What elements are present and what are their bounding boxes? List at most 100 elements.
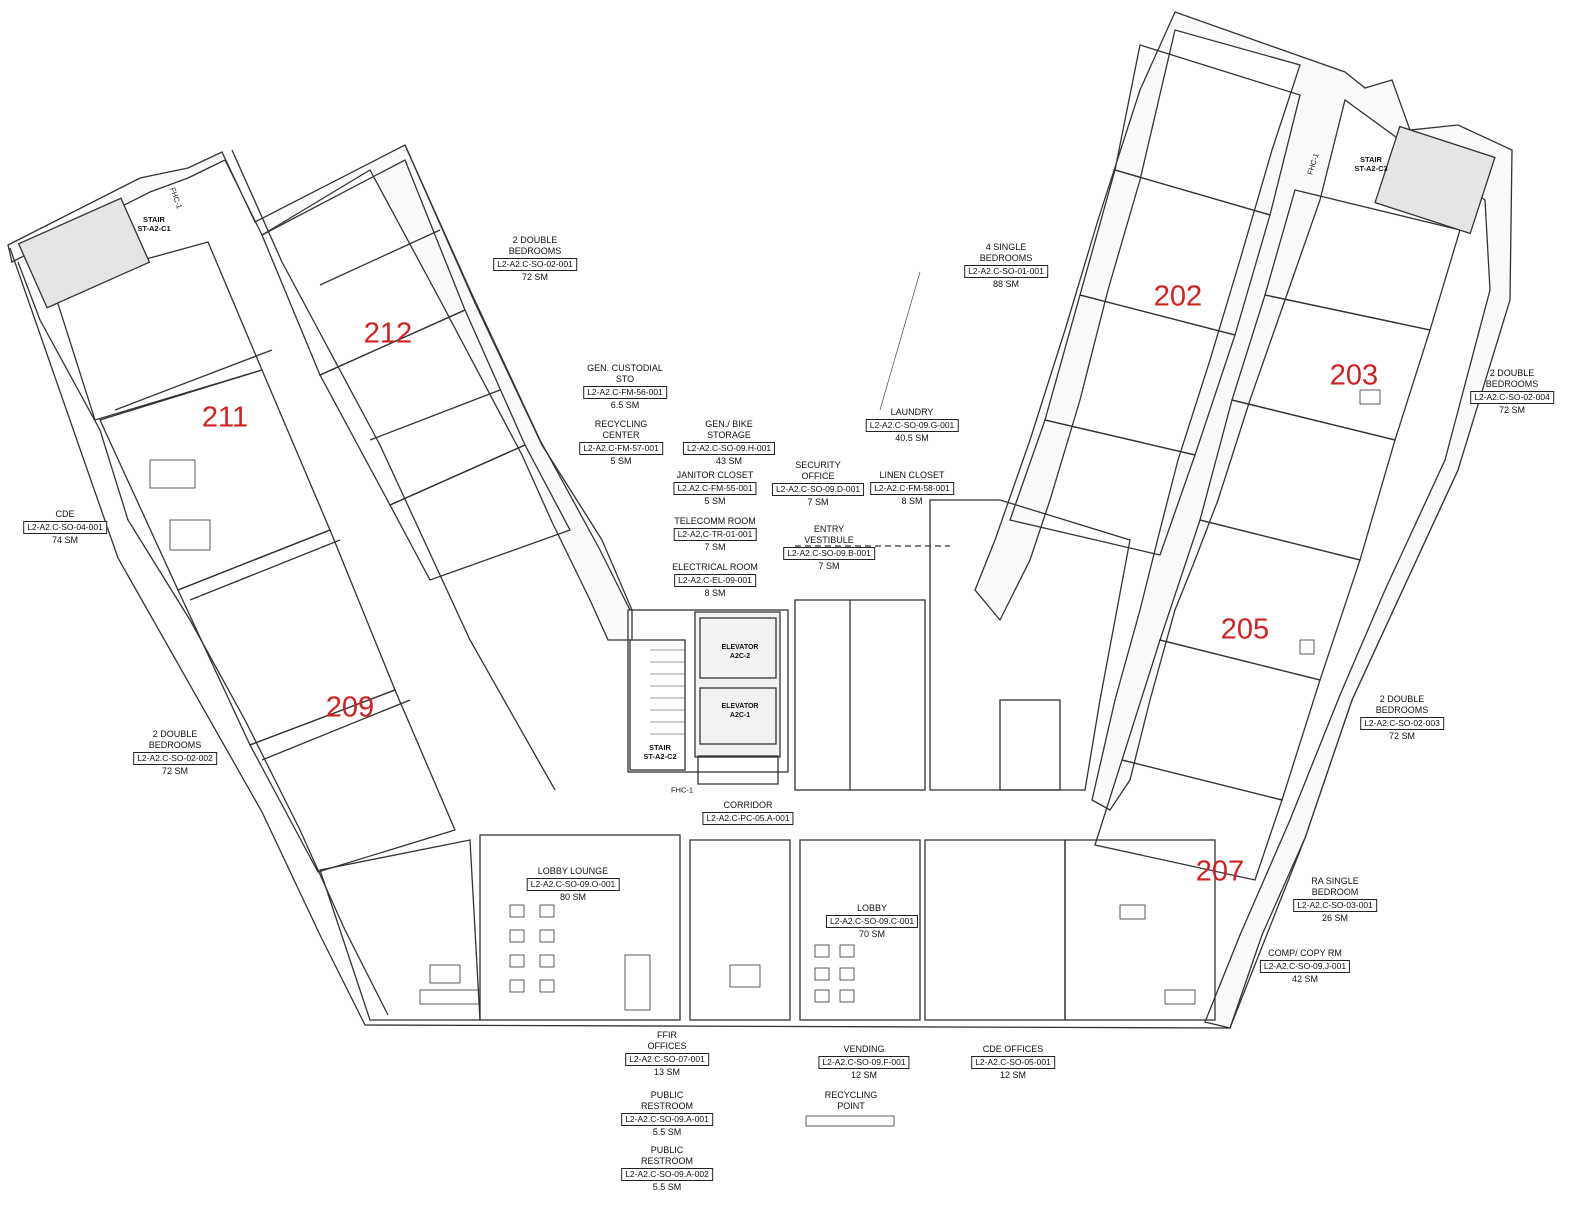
room-code: L2-A2.C-SO-09.C-001 [825,915,919,928]
room-area: 5 SM [704,496,726,506]
room-area: 72 SM [161,766,188,776]
room-area: 7 SM [704,542,726,552]
room-name: TELECOMM ROOM [674,516,756,526]
room-area: 5.5 SM [652,1127,682,1137]
unit-number-203: 203 [1329,359,1379,392]
room-area: 12 SM [850,1070,877,1080]
stair-label-c1: STAIR ST-A2-C1 [137,215,170,233]
room-area: 8 SM [901,496,923,506]
room-name: RECYCLING POINT [824,1090,878,1111]
room-label-lobby-lounge: LOBBY LOUNGE L2-A2.C-SO-09.O-001 80 SM [526,866,620,903]
room-area: 12 SM [999,1070,1026,1080]
room-label-corridor: CORRIDOR L2-A2.C-PC-05.A-001 [702,800,794,826]
room-area: 42 SM [1291,974,1319,984]
stair-label-c2: STAIR ST-A2-C2 [643,743,676,761]
room-name: PUBLIC RESTROOM [640,1090,693,1111]
room-label-2-double-bedrooms-004: 2 DOUBLE BEDROOMS L2-A2.C-SO-02-004 72 S… [1470,368,1554,416]
room-area: 80 SM [559,892,587,902]
room-code: L2-A2.C-SO-02-003 [1360,717,1444,730]
room-name: LINEN CLOSET [879,470,945,480]
room-name: SECURITY OFFICE [795,460,841,481]
room-name: JANITOR CLOSET [676,470,754,480]
room-code: L2-A2.C-SO-05-001 [971,1056,1055,1069]
room-area: 8 SM [704,588,726,598]
stair-code: ST-A2-C2 [643,752,677,761]
unit-number-211: 211 [201,401,249,434]
room-label-security-office: SECURITY OFFICE L2-A2.C-SO-09.D-001 7 SM [771,460,865,508]
room-code: L2-A2.C-SO-04-001 [23,521,107,534]
room-area: 72 SM [1498,405,1525,415]
room-name: VENDING [843,1044,885,1054]
room-label-2-double-bedrooms-001: 2 DOUBLE BEDROOMS L2-A2.C-SO-02-001 72 S… [493,235,577,283]
room-code: L2-A2.C-SO-02-004 [1470,391,1554,404]
room-area: 43 SM [715,456,742,466]
room-name: CORRIDOR [723,800,773,810]
unit-number-212: 212 [363,317,413,350]
room-name: LAUNDRY [890,407,934,417]
room-code: L2-A2.C-SO-09.D-001 [771,483,865,496]
room-code: L2-A2.C-SO-03-001 [1293,899,1377,912]
room-label-gen-bike-storage: GEN./ BIKE STORAGE L2-A2.C-SO-09.H-001 4… [682,419,776,467]
room-code: L2-A2.C-SO-02-001 [493,258,577,271]
room-name: COMP/ COPY RM [1268,948,1342,958]
room-name: CDE OFFICES [982,1044,1044,1054]
room-code: L2-A2.C-SO-09.H-001 [682,442,776,455]
unit-number-205: 205 [1220,613,1270,646]
room-label-linen-closet: LINEN CLOSET L2-A2.C-FM-58-001 8 SM [870,470,954,507]
room-code: L2-A2.C-FM-56-001 [583,386,667,399]
room-name: 2 DOUBLE BEDROOMS [508,235,562,256]
room-area: 6.5 SM [610,400,640,410]
room-area: 40.5 SM [895,433,929,443]
room-label-cde: CDE L2-A2.C-SO-04-001 74 SM [23,509,107,546]
room-area: 7 SM [818,561,840,571]
right-wing-outline [974,11,1513,1029]
stair-title: STAIR [1360,155,1382,164]
unit-number-207: 207 [1195,855,1245,888]
room-code: L2-A2.C-SO-09.G-001 [865,419,959,432]
room-label-janitor-closet: JANITOR CLOSET L2.A2.C-FM-55-001 5 SM [673,470,757,507]
room-code: L2-A2.C-SO-01-001 [964,265,1048,278]
room-label-gen-custodial-sto: GEN. CUSTODIAL STO L2-A2.C-FM-56-001 6.5… [583,363,667,411]
room-label-cde-offices: CDE OFFICES L2-A2.C-SO-05-001 12 SM [971,1044,1055,1081]
stair-code: ST-A2-C1 [137,224,171,233]
room-area: 72 SM [1388,731,1415,741]
fhc-label-center: FHC-1 [670,785,694,795]
room-label-ffir-offices: FFIR OFFICES L2-A2.C-SO-07-001 13 SM [625,1030,709,1078]
room-area: 26 SM [1321,913,1348,923]
room-label-ra-single-bedroom: RA SINGLE BEDROOM L2-A2.C-SO-03-001 26 S… [1293,876,1377,924]
room-code: L2-A2.C-FM-57-001 [579,442,663,455]
elevator-label-2: ELEVATOR A2C-2 [722,643,759,661]
room-name: 2 DOUBLE BEDROOMS [148,729,202,750]
elevator-code: A2C-1 [729,712,751,719]
room-name: FFIR OFFICES [647,1030,687,1051]
room-label-lobby: LOBBY L2-A2.C-SO-09.C-001 70 SM [825,903,919,940]
room-label-4-single-bedrooms: 4 SINGLE BEDROOMS L2-A2.C-SO-01-001 88 S… [964,242,1048,290]
room-code: L2-A2.C-SO-09.F-001 [818,1056,910,1069]
room-label-recycling-center: RECYCLING CENTER L2-A2.C-FM-57-001 5 SM [579,419,663,467]
elevator-label-1: ELEVATOR A2C-1 [722,702,759,720]
room-name: LOBBY [856,903,887,913]
room-code: L2-A2.C-PC-05.A-001 [702,812,794,825]
room-area: 7 SM [807,497,829,507]
room-label-2-double-bedrooms-003: 2 DOUBLE BEDROOMS L2-A2.C-SO-02-003 72 S… [1360,694,1444,742]
room-name: RA SINGLE BEDROOM [1311,876,1359,897]
unit-number-202: 202 [1153,280,1203,313]
room-name: GEN. CUSTODIAL STO [587,363,663,384]
elevator-code: A2C-2 [729,653,751,660]
room-area: 88 SM [992,279,1019,289]
room-area: 5.5 SM [652,1182,682,1192]
room-name: 2 DOUBLE BEDROOMS [1485,368,1539,389]
room-label-public-restroom-1: PUBLIC RESTROOM L2-A2.C-SO-09.A-001 5.5 … [621,1090,713,1138]
room-code: L2-A2.C-SO-09.O-001 [526,878,620,891]
left-wing-outline [7,144,633,641]
room-code: L2-A2.C-EL-09-001 [674,574,756,587]
room-area: 74 SM [51,535,78,545]
stair-code: ST-A2-C3 [1354,164,1388,173]
room-name: 2 DOUBLE BEDROOMS [1375,694,1429,715]
room-code: L2-A2.C-SO-09.A-002 [621,1168,713,1181]
room-name: 4 SINGLE BEDROOMS [979,242,1033,263]
room-code: L2-A2.C-TR-01-001 [673,528,757,541]
room-code: L2-A2.C-SO-09.A-001 [621,1113,713,1126]
room-label-comp-copy-rm: COMP/ COPY RM L2-A2.C-SO-09.J-001 42 SM [1259,948,1351,985]
